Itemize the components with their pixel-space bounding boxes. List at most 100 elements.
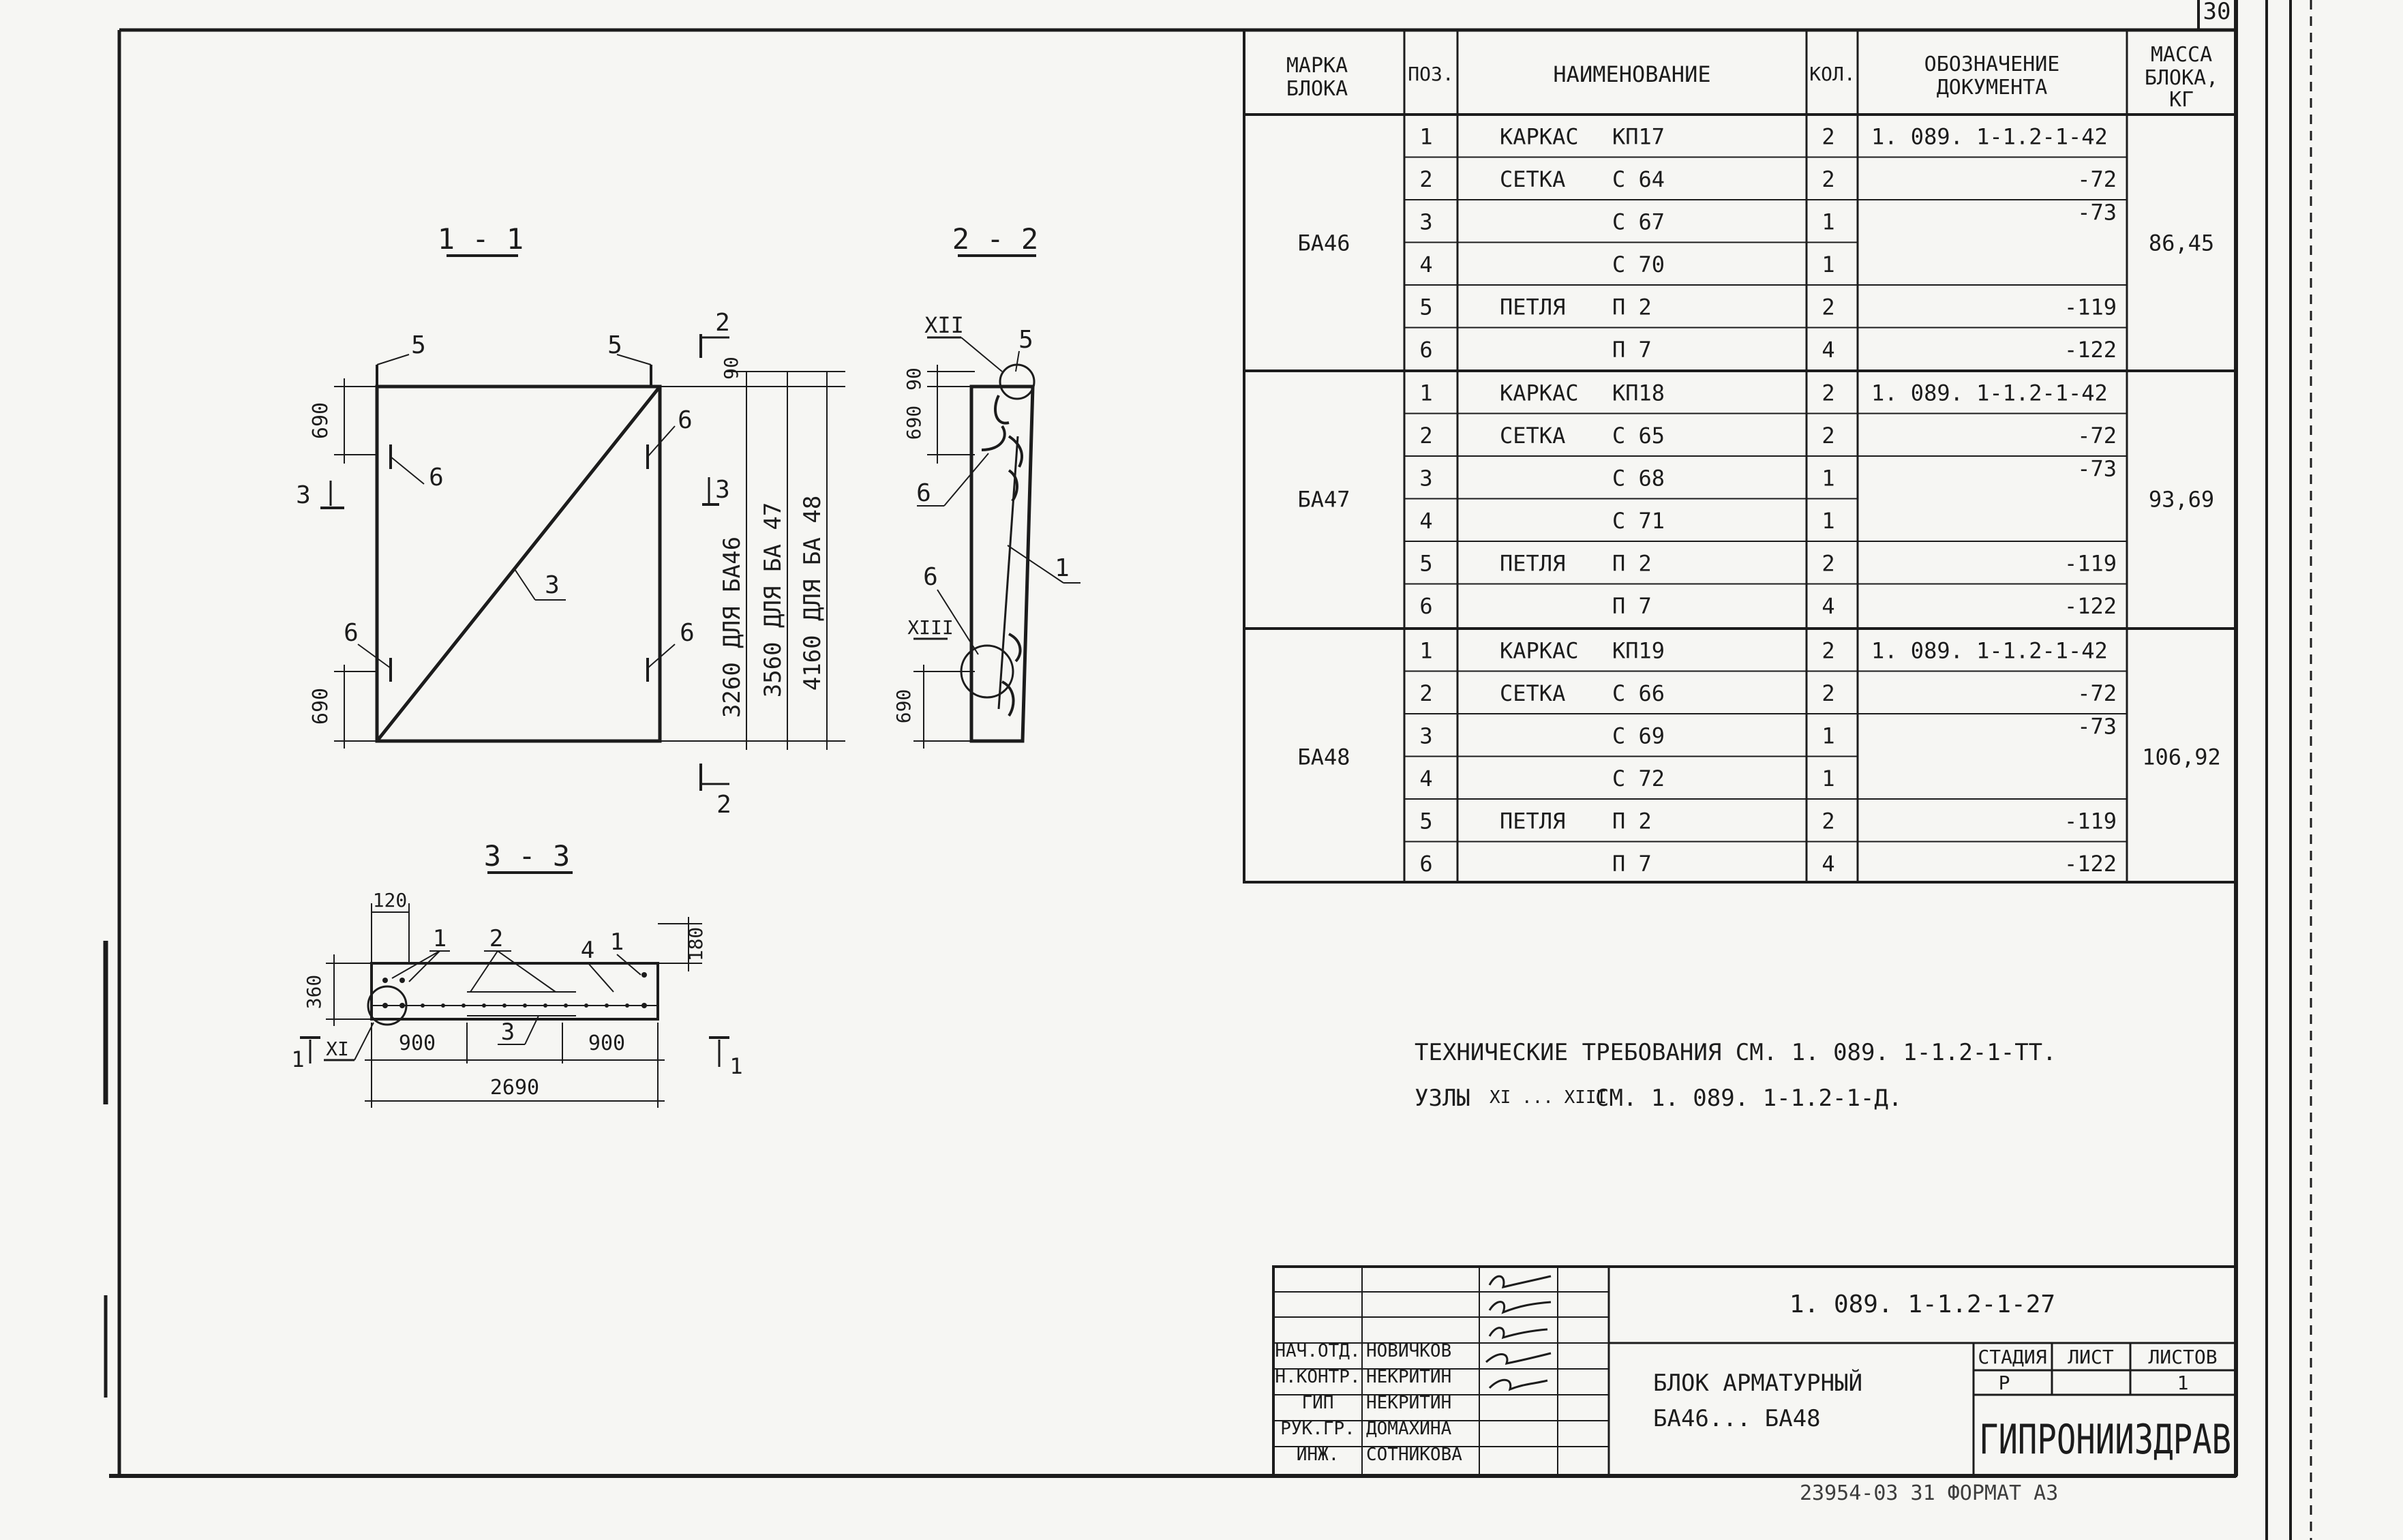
row-item: П 7	[1612, 337, 1652, 363]
s3-dim120: 120	[373, 889, 408, 911]
title-block	[1272, 1265, 2237, 1477]
role-title: ГИП	[1302, 1393, 1334, 1413]
signatures	[1485, 1275, 1552, 1391]
row-doc: -122	[2064, 593, 2117, 619]
row-qty: 1	[1822, 465, 1834, 491]
row-qty: 2	[1822, 380, 1834, 406]
section-3-title: 3 - 3	[484, 839, 570, 873]
row-pos: 6	[1419, 593, 1432, 619]
s2-pos6-a: 6	[916, 479, 931, 507]
row-pos: 2	[1419, 680, 1432, 706]
s1-pos5-left: 5	[411, 331, 426, 359]
row-qty: 2	[1822, 637, 1834, 663]
s3-pos3: 3	[501, 1018, 515, 1046]
s3-dim2690: 2690	[490, 1076, 539, 1100]
row-pos: 3	[1419, 723, 1432, 749]
row-item: С 66	[1612, 680, 1665, 706]
row-qty: 2	[1822, 166, 1834, 192]
group-mass: 106,92	[2142, 744, 2221, 770]
row-item: П 2	[1612, 550, 1652, 576]
row-pos: 5	[1419, 808, 1432, 834]
section-3-3: 3 - 3 120 360 180	[291, 839, 743, 1108]
role-title: РУК.ГР.	[1280, 1419, 1355, 1439]
row-pos: 6	[1419, 337, 1432, 363]
row-type: ПЕТЛЯ	[1500, 294, 1565, 320]
s1-pos6-b: 6	[678, 406, 693, 434]
section-1-1: 1 - 1 5 5 6 6 6 6 3 690	[296, 222, 845, 819]
role-person: ДОМАХИНА	[1366, 1419, 1452, 1439]
row-type: СЕТКА	[1500, 423, 1565, 449]
title-block-texts: 1. 089. 1-1.2-1-27 БЛОК АРМАТУРНЫЙ БА46.…	[1653, 1290, 2231, 1505]
s1-pos6-c: 6	[344, 619, 359, 647]
note-line-1: ТЕХНИЧЕСКИЕ ТРЕБОВАНИЯ СМ. 1. 089. 1-1.2…	[1415, 1039, 2057, 1066]
row-qty: 4	[1822, 337, 1834, 363]
s3-dim180: 180	[684, 927, 707, 962]
s1-cut2-bottom: 2	[716, 791, 731, 819]
s3-pos1-b: 1	[610, 928, 624, 956]
row-item: П 7	[1612, 851, 1652, 877]
row-pos: 6	[1419, 851, 1432, 877]
s3-cut1-right: 1	[729, 1053, 742, 1079]
header-name: НАИМЕНОВАНИЕ	[1553, 61, 1710, 87]
row-item: С 67	[1612, 209, 1665, 235]
row-type: КАРКАС	[1500, 123, 1579, 149]
s1-cut2-top: 2	[715, 309, 730, 337]
row-type: КАРКАС	[1500, 637, 1579, 663]
row-qty: 2	[1822, 550, 1834, 576]
row-qty: 2	[1822, 123, 1834, 149]
row-doc: 1. 089. 1-1.2-1-42	[1871, 637, 2108, 663]
row-type: СЕТКА	[1500, 680, 1565, 706]
row-item: С 71	[1612, 508, 1665, 534]
role-person: НЕКРИТИН	[1366, 1393, 1451, 1413]
row-type: СЕТКА	[1500, 166, 1565, 192]
row-doc: 1. 089. 1-1.2-1-42	[1871, 123, 2108, 149]
note-line-2-prefix: УЗЛЫ	[1415, 1085, 1470, 1112]
row-pos: 4	[1419, 766, 1432, 791]
group-mark: БА48	[1297, 744, 1350, 770]
s3-cut1-left: 1	[291, 1046, 304, 1072]
doc-code: 1. 089. 1-1.2-1-27	[1789, 1290, 2055, 1318]
row-item: КП18	[1612, 380, 1665, 406]
row-doc: -72	[2077, 166, 2117, 192]
s3-pos2: 2	[489, 925, 503, 952]
row-type: ПЕТЛЯ	[1500, 550, 1565, 576]
s1-pos6-a: 6	[429, 464, 444, 492]
row-qty: 4	[1822, 593, 1834, 619]
row-qty: 2	[1822, 423, 1834, 449]
row-pos: 4	[1419, 508, 1432, 534]
s2-node-xii: XII	[924, 312, 964, 338]
row-item: С 65	[1612, 423, 1665, 449]
header-pos: ПОЗ.	[1408, 63, 1453, 85]
group-mark: БА47	[1297, 487, 1350, 513]
s1-pos3: 3	[545, 571, 560, 599]
header-mass-line2: БЛОКА,	[2145, 66, 2218, 90]
row-item: С 69	[1612, 723, 1665, 749]
row-doc: -119	[2064, 550, 2117, 576]
s1-pos6-d: 6	[680, 619, 695, 647]
row-type: КАРКАС	[1500, 380, 1579, 406]
s1-label-4160: 4160 ДЛЯ БА 48	[799, 496, 826, 691]
row-item: П 2	[1612, 294, 1652, 320]
row-qty: 1	[1822, 209, 1834, 235]
row-qty: 2	[1822, 808, 1834, 834]
section-2-title: 2 - 2	[952, 222, 1038, 256]
title-line-1: БЛОК АРМАТУРНЫЙ	[1653, 1369, 1862, 1397]
row-item: С 70	[1612, 252, 1665, 277]
row-pos: 1	[1419, 380, 1432, 406]
s2-dim690-top: 690	[903, 406, 925, 440]
section-1-title: 1 - 1	[438, 222, 524, 256]
row-pos: 2	[1419, 423, 1432, 449]
s1-dim690-bottom: 690	[309, 688, 333, 725]
row-pos: 3	[1419, 209, 1432, 235]
row-item: С 72	[1612, 766, 1665, 791]
role-person: НОВИЧКОВ	[1366, 1341, 1451, 1361]
row-qty: 1	[1822, 252, 1834, 277]
stage-header: СТАДИЯ	[1978, 1346, 2046, 1368]
header-qty: КОЛ.	[1809, 63, 1855, 85]
s1-pos5-right: 5	[607, 331, 622, 359]
s1-label-3260: 3260 ДЛЯ БА46	[719, 537, 746, 718]
sheets-header: ЛИСТОВ	[2148, 1346, 2217, 1368]
header-mark-line1: МАРКА	[1286, 54, 1348, 78]
header-mass-line3: КГ	[2169, 88, 2194, 112]
